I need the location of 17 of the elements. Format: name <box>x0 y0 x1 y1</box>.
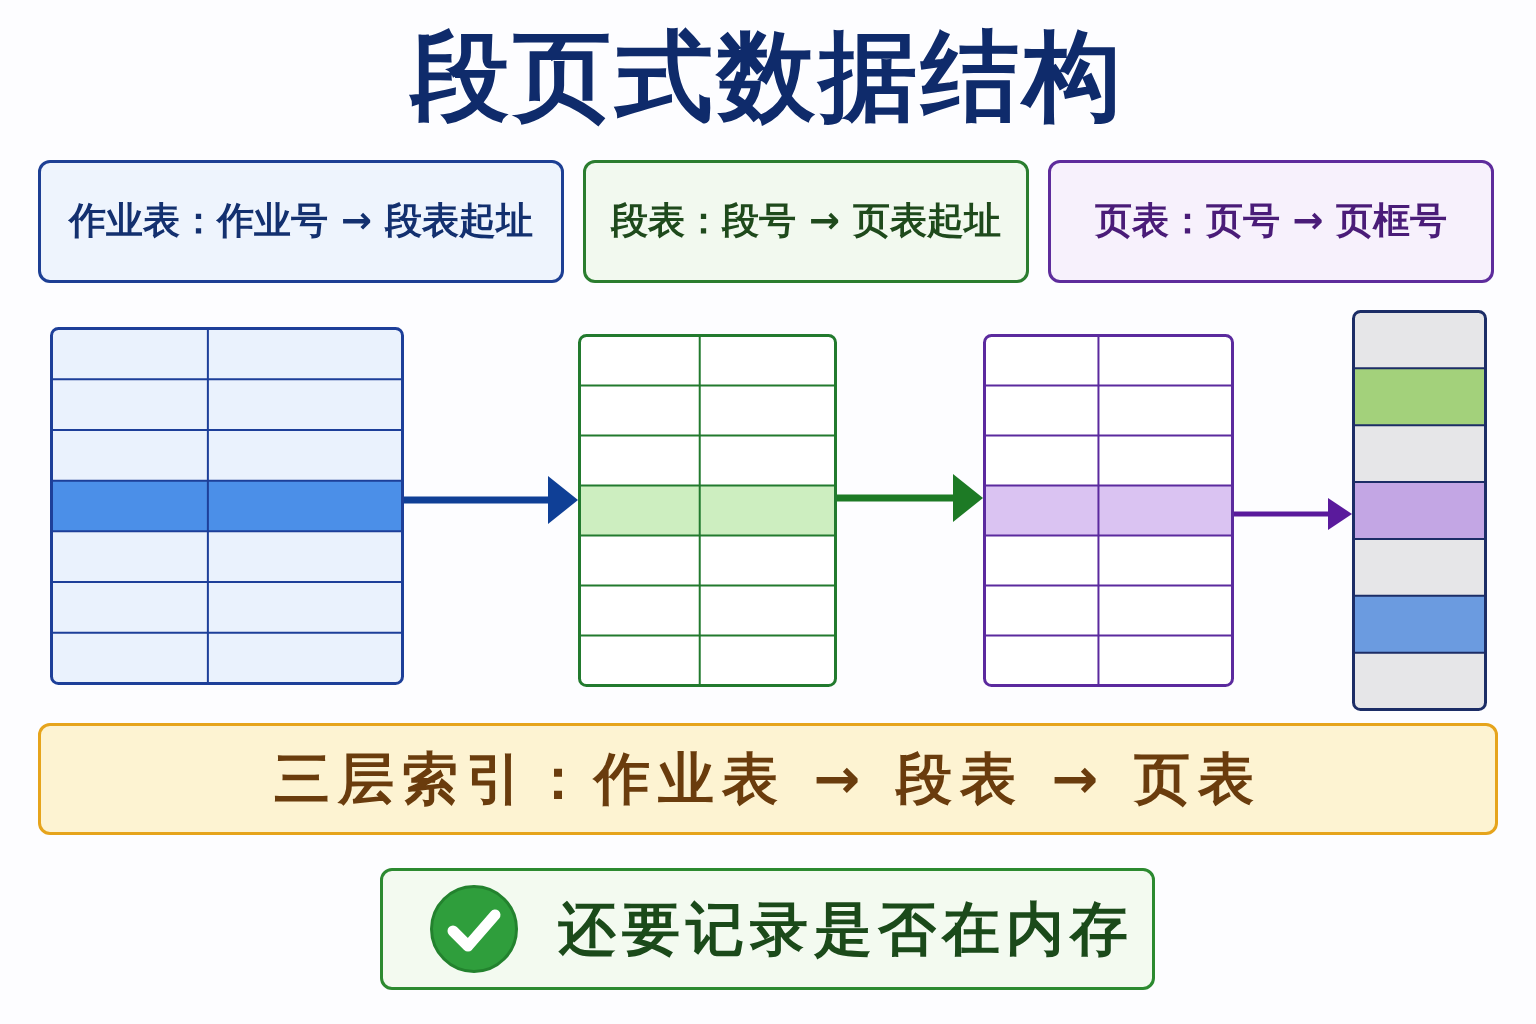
summary-banner <box>38 723 1498 835</box>
table-grid <box>578 334 837 687</box>
table-grid <box>983 334 1234 687</box>
arrow <box>1234 498 1352 530</box>
mapping-card <box>583 160 1029 283</box>
note-card <box>380 868 1155 990</box>
table-grid <box>50 327 404 685</box>
mapping-card <box>1048 160 1494 283</box>
mapping-label: 页表：页号 → 页框号 <box>1094 200 1448 243</box>
arrow <box>404 476 578 524</box>
note-text: 还要记录是否在内存 <box>558 895 1134 963</box>
arrow <box>837 474 983 522</box>
diagram-title: 段页式数据结构 <box>411 19 1125 133</box>
summary-text: 三层索引：作业表 → 段表 → 页表 <box>274 746 1262 812</box>
mapping-label: 作业表：作业号 → 段表起址 <box>69 200 533 243</box>
mapping-label: 段表：段号 → 页表起址 <box>611 200 1001 243</box>
mapping-card <box>38 160 564 283</box>
